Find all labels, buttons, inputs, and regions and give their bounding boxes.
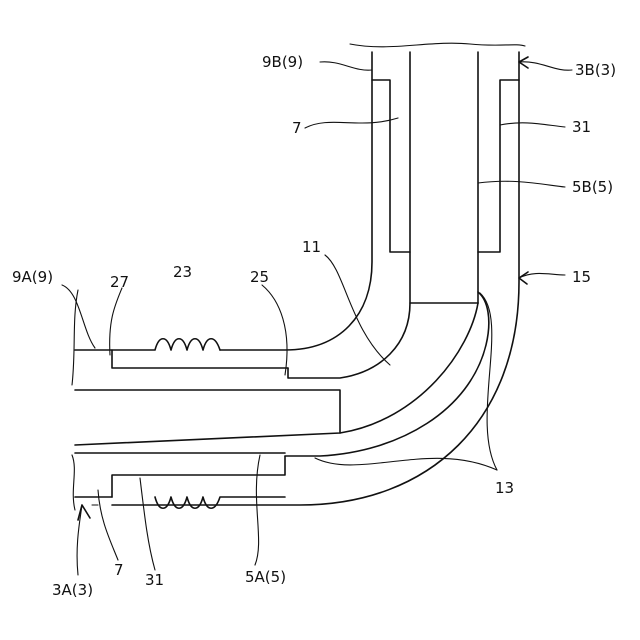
label-15: 15 <box>572 268 591 286</box>
label-3b: 3B(3) <box>575 61 616 79</box>
label-9b: 9B(9) <box>262 53 303 71</box>
label-5a: 5A(5) <box>245 568 286 586</box>
leader-9b <box>320 62 372 70</box>
corrugated-section-23 <box>112 339 288 368</box>
leader-25 <box>262 285 287 375</box>
label-13: 13 <box>495 479 514 497</box>
label-7-bottom: 7 <box>114 561 124 579</box>
left-break-line-lower <box>72 455 75 510</box>
elbow-body-11-outer <box>285 292 489 456</box>
leader-31-top <box>500 123 565 127</box>
inner-tube-5b-left <box>288 52 410 378</box>
leader-31-bottom <box>140 478 155 570</box>
arrow-15 <box>519 272 528 284</box>
leader-7-top <box>305 118 398 128</box>
label-25: 25 <box>250 268 269 286</box>
label-27: 27 <box>110 273 129 291</box>
corrugated-section-23-lower <box>155 497 285 508</box>
leader-7-bottom <box>98 490 118 560</box>
label-5b: 5B(5) <box>572 178 613 196</box>
label-3a: 3A(3) <box>52 581 93 599</box>
inner-tube-5a-top <box>75 390 340 445</box>
label-9a: 9A(9) <box>12 268 53 286</box>
leader-3b <box>519 62 572 70</box>
insert-31-upper <box>478 80 519 252</box>
leader-27 <box>110 288 122 355</box>
label-31-top: 31 <box>572 118 591 136</box>
member-9b-left-wall <box>220 52 372 350</box>
leader-9a <box>62 285 95 348</box>
leader-5a <box>255 455 260 565</box>
label-31-bottom: 31 <box>145 571 164 589</box>
insert-7-upper <box>372 80 410 252</box>
label-23: 23 <box>173 263 192 281</box>
leader-11 <box>325 255 390 365</box>
leader-5b <box>478 181 565 187</box>
elbow-body-13-inner <box>340 303 478 433</box>
top-break-line <box>350 43 525 47</box>
leader-13-b <box>315 458 497 470</box>
label-7-top: 7 <box>292 119 302 137</box>
label-11: 11 <box>302 238 321 256</box>
